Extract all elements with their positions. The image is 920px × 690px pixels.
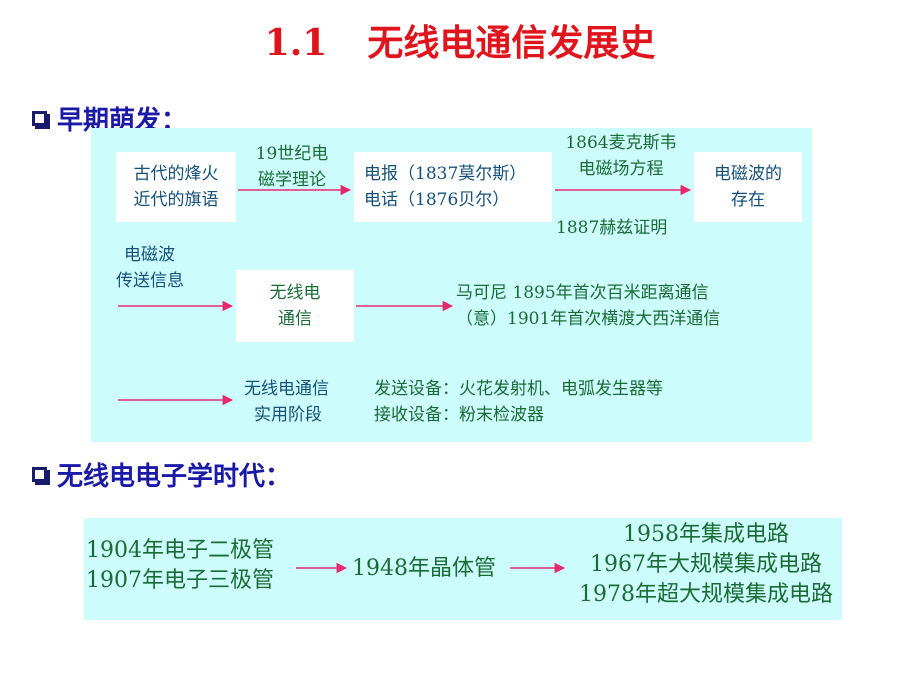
maxwell-label: 1864麦克斯韦 电磁场方程 [556,130,686,182]
practical-line1: 无线电通信 [244,379,329,399]
maxwell-line2: 电磁场方程 [578,159,664,179]
triode-line: 1907年电子三极管 [86,568,274,593]
ancient-signals-line2: 近代的旗语 [133,190,219,210]
vacuum-tubes-text: 1904年电子二极管 1907年电子三极管 [86,536,274,596]
hertz-label: 1887赫兹证明 [556,218,668,238]
em-transmit-line1: 电磁波 [124,245,175,265]
section2-heading-text: 无线电电子学时代： [57,462,292,492]
maxwell-line1: 1864麦克斯韦 [565,133,677,153]
em-theory-line2: 磁学理论 [258,170,326,190]
practical-stage-label: 无线电通信 实用阶段 [244,376,329,428]
em-wave-line2: 存在 [731,190,765,210]
diode-line: 1904年电子二极管 [86,538,274,563]
telegraph-line: 电报（1837莫尔斯） [364,164,527,184]
title-text: 无线电通信发展史 [367,22,656,64]
square-bullet-icon [32,111,47,126]
lsi-line: 1967年大规模集成电路 [590,552,822,577]
transmitter-line: 发送设备：火花发射机、电弧发生器等 [374,379,663,399]
practical-line2: 实用阶段 [254,405,322,425]
title-number: 1.1 [264,22,328,64]
vlsi-line: 1978年超大规模集成电路 [579,582,833,607]
ancient-signals-box: 古代的烽火 近代的旗语 [116,152,236,222]
section2-heading: 无线电电子学时代： [32,456,291,493]
electronics-era-panel [84,518,842,620]
wireless-line1: 无线电 [269,283,321,303]
wireless-line2: 通信 [278,309,312,329]
wireless-communication-box: 无线电 通信 [236,270,354,342]
em-theory-line1: 19世纪电 [255,144,329,164]
em-theory-label: 19世纪电 磁学理论 [250,141,334,193]
em-wave-box: 电磁波的 存在 [694,152,802,222]
marconi-line1: 马可尼 1895年首次百米距离通信 [456,283,709,303]
marconi-text: 马可尼 1895年首次百米距离通信 （意）1901年首次横渡大西洋通信 [456,280,720,332]
ic-line: 1958年集成电路 [623,522,789,547]
em-wave-line1: 电磁波的 [714,164,782,184]
page-title: 1.1 无线电通信发展史 [0,14,920,66]
integrated-circuit-text: 1958年集成电路 1967年大规模集成电路 1978年超大规模集成电路 [570,520,842,610]
telegraph-telephone-box: 电报（1837莫尔斯） 电话（1876贝尔） [354,152,552,222]
marconi-line2: （意）1901年首次横渡大西洋通信 [456,309,721,329]
em-transmit-label: 电磁波 传送信息 [116,242,184,294]
em-transmit-line2: 传送信息 [116,271,184,291]
equipment-text: 发送设备：火花发射机、电弧发生器等 接收设备：粉末检波器 [374,376,663,428]
transistor-text: 1948年晶体管 [352,556,496,581]
telephone-line: 电话（1876贝尔） [364,190,510,210]
ancient-signals-line1: 古代的烽火 [133,164,219,184]
receiver-line: 接收设备：粉末检波器 [374,405,544,425]
square-bullet-icon [32,467,47,482]
